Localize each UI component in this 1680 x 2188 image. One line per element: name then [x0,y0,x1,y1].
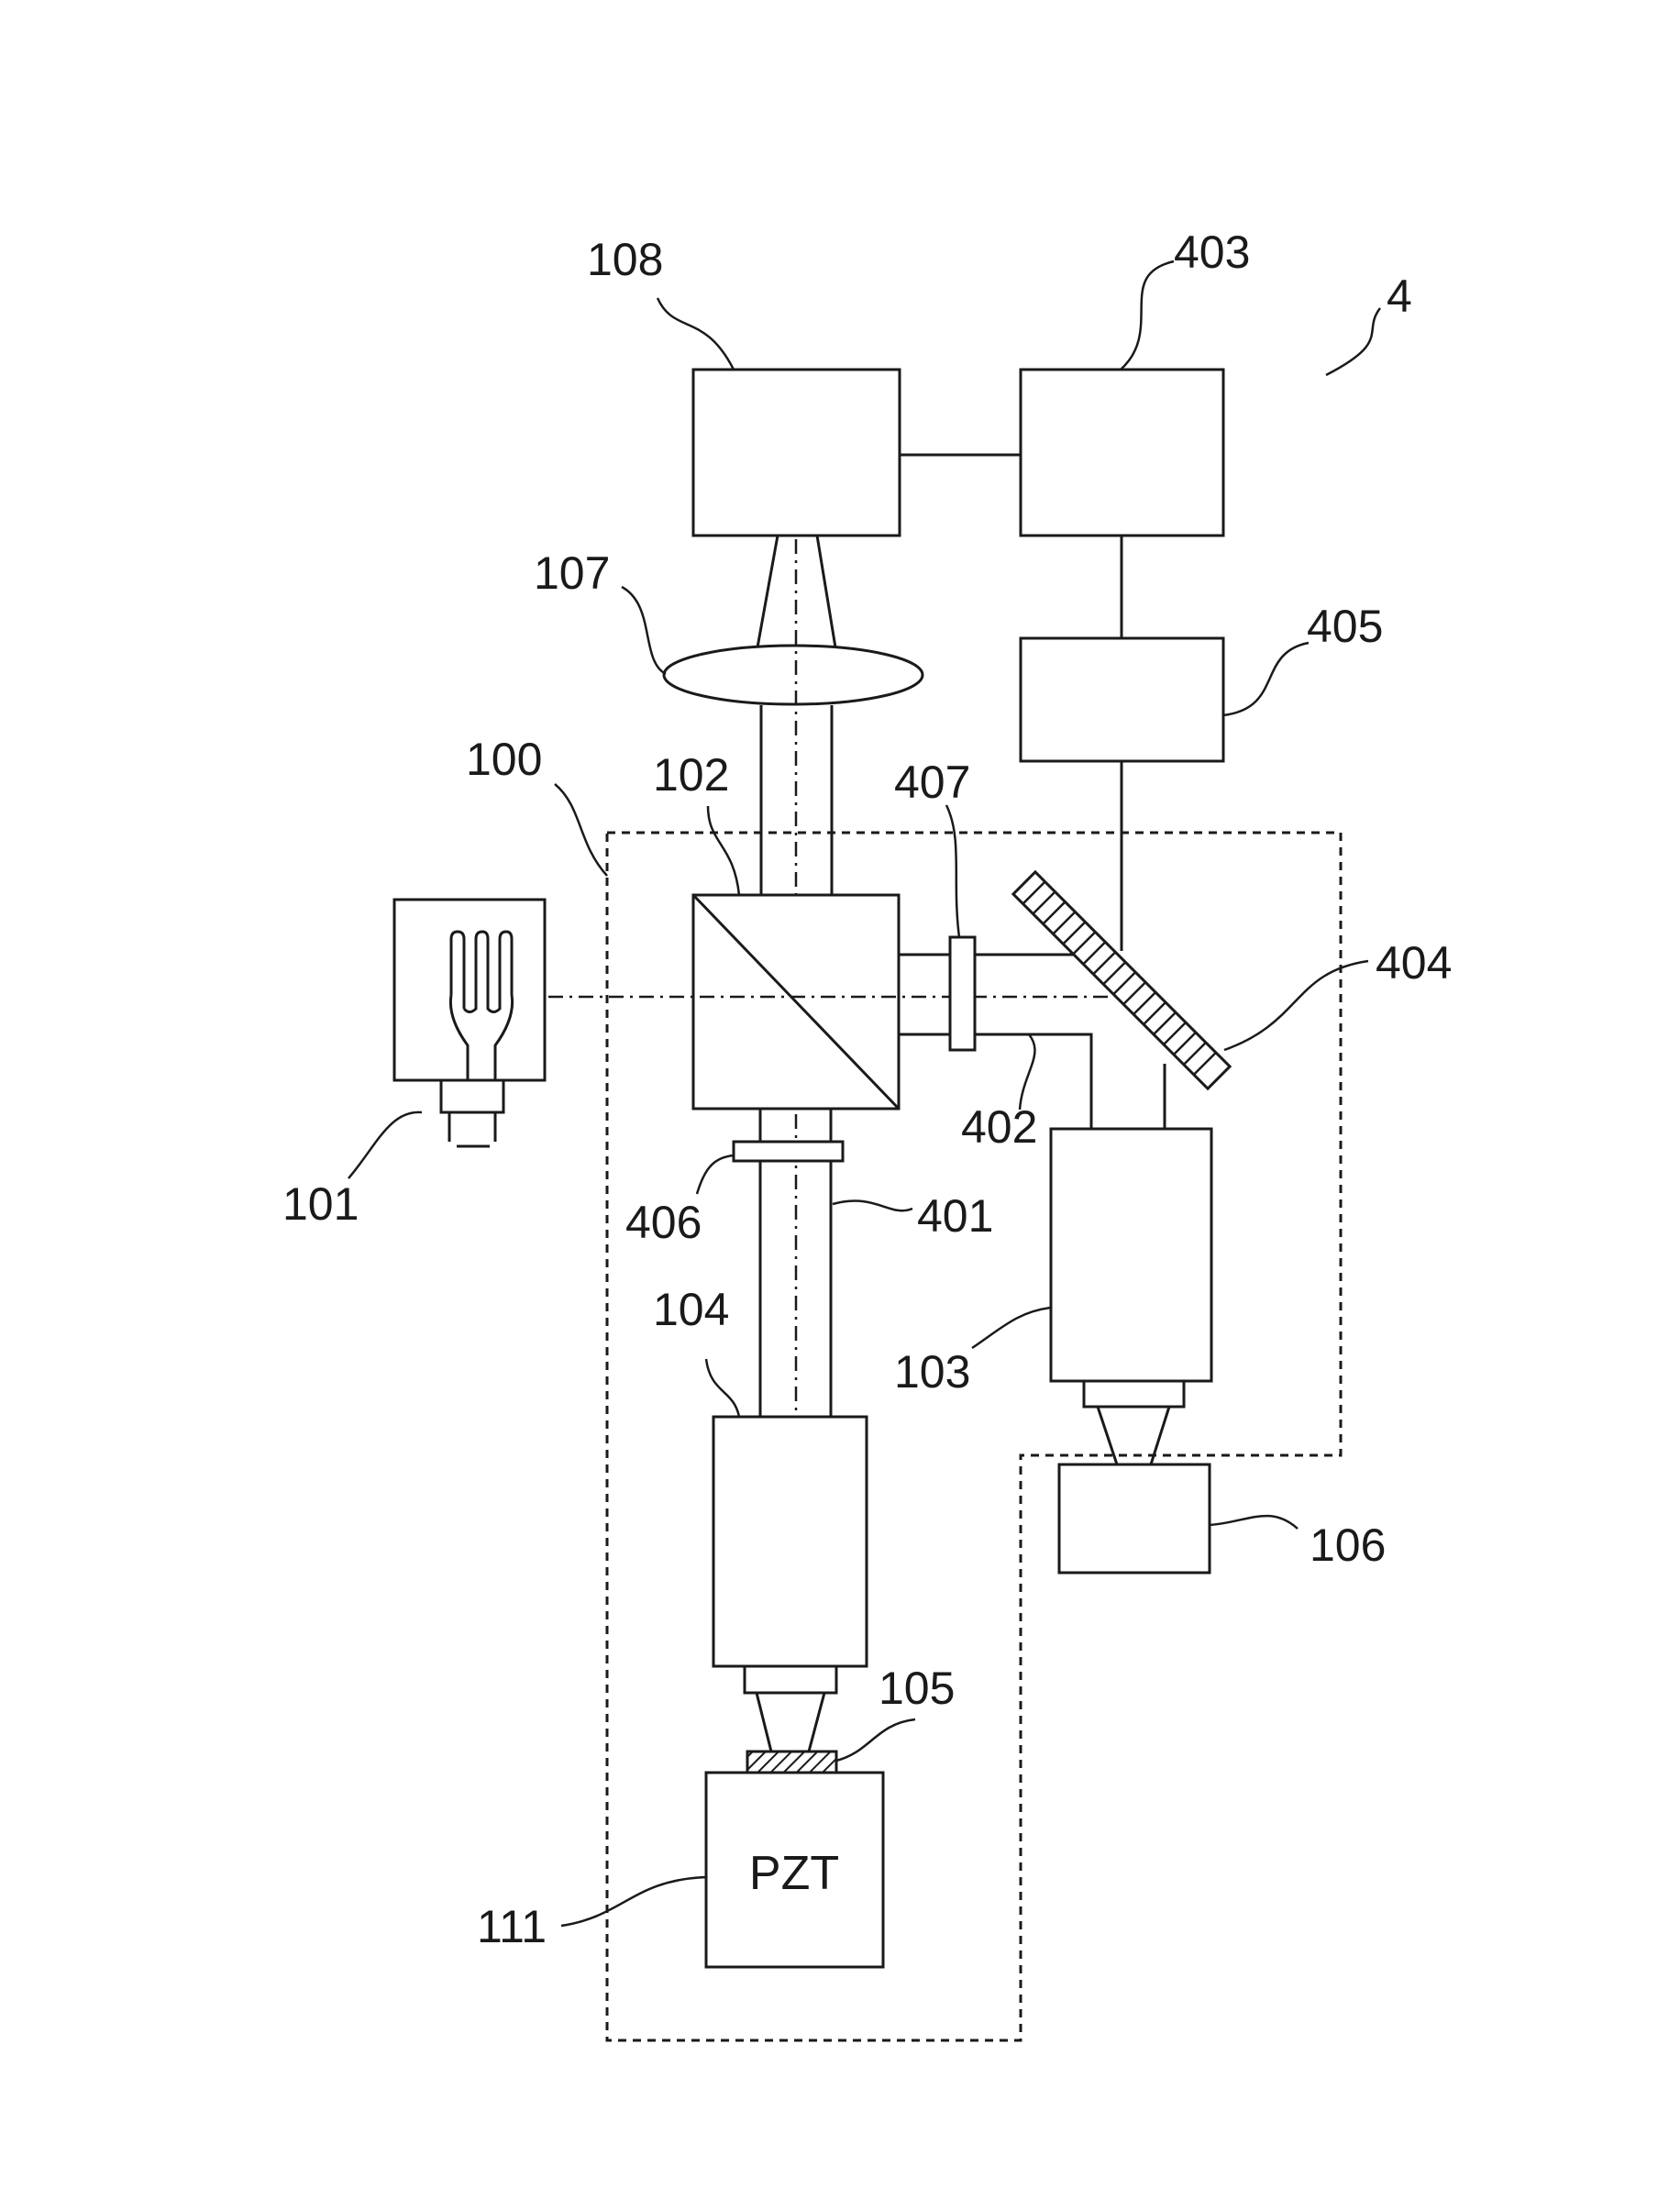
label-406: 406 [625,1197,702,1248]
label-4: 4 [1387,271,1412,322]
objective-104 [713,1417,867,1666]
leader-106 [1210,1516,1298,1529]
leader-101 [348,1112,422,1178]
leader-401 [833,1200,912,1210]
waveplate-407 [950,937,975,1050]
leader-404 [1224,961,1368,1050]
label-404: 404 [1376,937,1452,989]
leader-4 [1326,308,1380,375]
objective-104-collar [745,1666,836,1693]
leader-105 [836,1719,915,1761]
label-106: 106 [1310,1519,1386,1571]
leader-406 [697,1155,734,1194]
label-103: 103 [894,1346,970,1398]
lens-107 [664,646,923,704]
label-407: 407 [894,757,970,808]
leader-103 [972,1308,1051,1348]
label-403: 403 [1174,227,1250,278]
label-101: 101 [282,1178,359,1230]
leader-100 [555,784,607,876]
detector-106 [1059,1464,1210,1573]
label-111: 111 [477,1901,547,1952]
waveplate-406 [734,1142,843,1161]
label-107: 107 [534,547,610,599]
pzt-label: PZT [749,1847,839,1900]
label-405: 405 [1307,601,1383,652]
label-401: 401 [917,1190,993,1242]
sample-105 [747,1752,836,1773]
leader-402 [1020,1034,1034,1110]
leader-107 [622,587,666,674]
label-100: 100 [466,734,542,785]
light-source-101 [394,900,545,1080]
lamp-pins [449,1112,495,1146]
label-105: 105 [879,1663,955,1714]
leader-403 [1121,261,1174,370]
objective-104-cone [757,1693,824,1752]
box-403 [1021,370,1223,536]
leader-405 [1223,643,1309,715]
box-405 [1021,638,1223,761]
leader-104 [706,1359,739,1417]
box-108 [693,370,900,536]
leader-407 [946,805,959,937]
lamp-base [441,1080,503,1112]
leader-111 [561,1877,706,1926]
objective-103-collar [1084,1381,1184,1407]
label-102: 102 [653,749,729,801]
leader-102 [708,806,739,895]
leader-108 [658,298,734,370]
label-402: 402 [961,1101,1037,1153]
label-104: 104 [653,1284,729,1335]
label-108: 108 [587,234,663,285]
objective-103 [1051,1129,1211,1381]
